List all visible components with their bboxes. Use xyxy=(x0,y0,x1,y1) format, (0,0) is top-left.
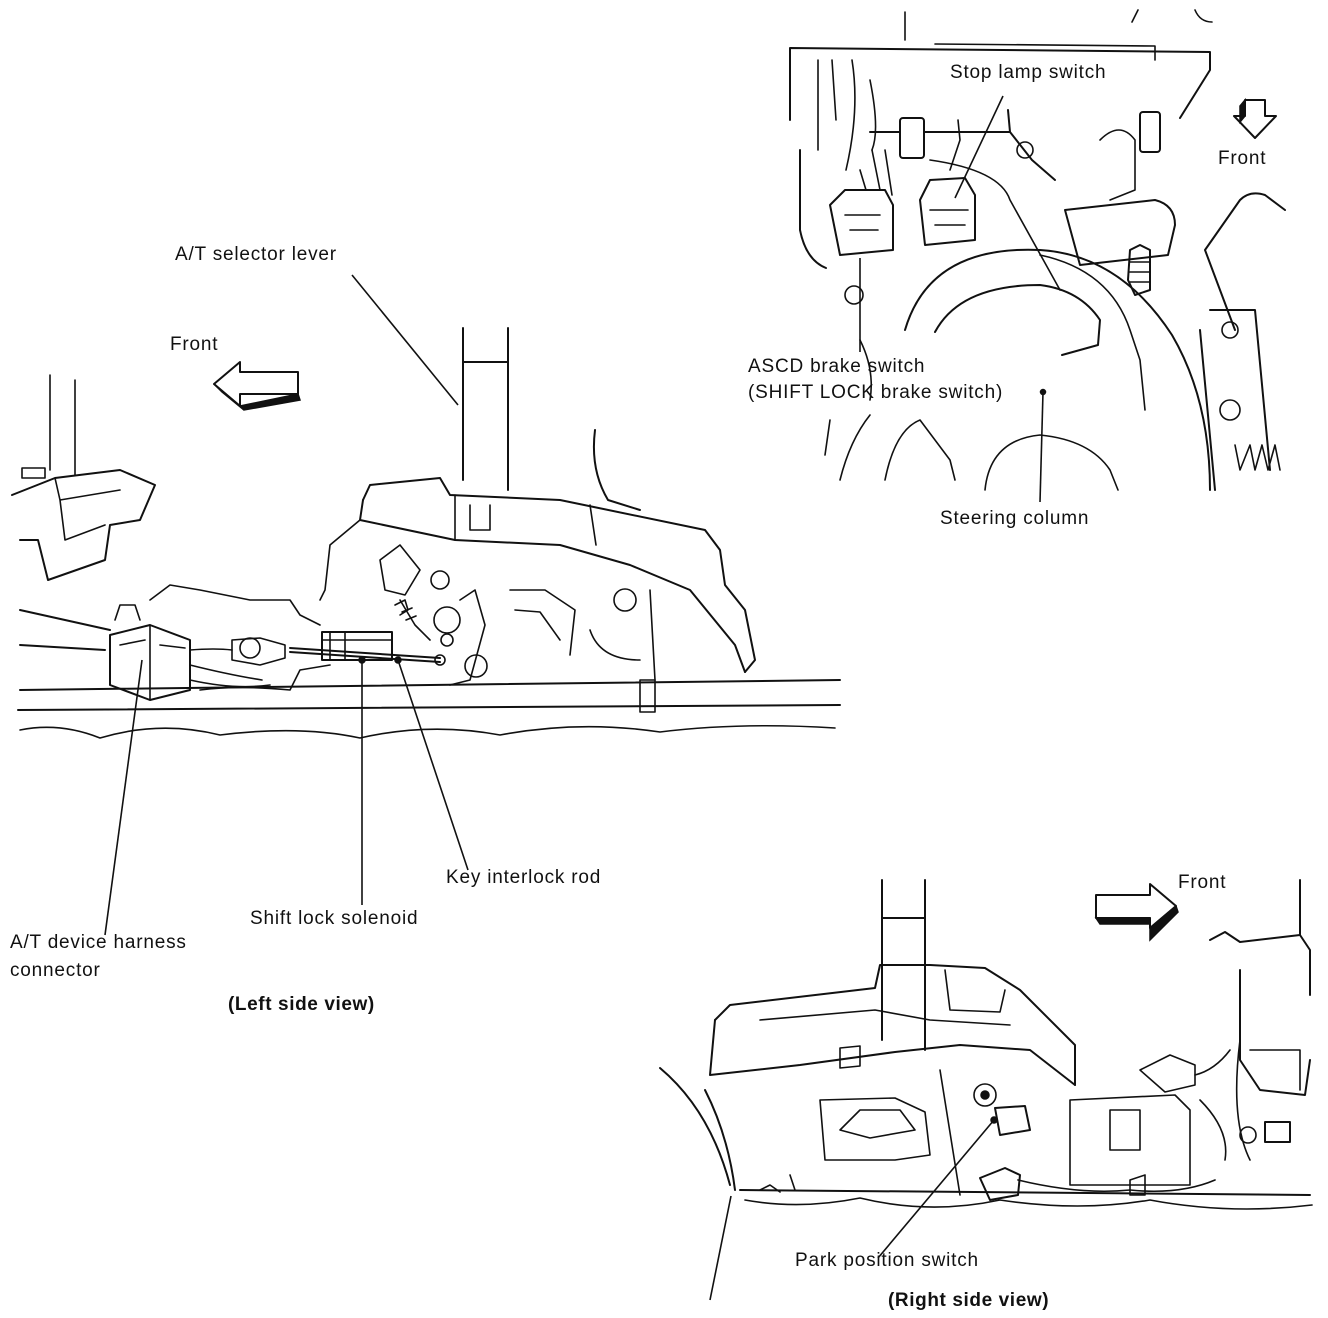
ascd-brake-switch-label: ASCD brake switch xyxy=(748,356,926,377)
park-position-switch-label: Park position switch xyxy=(795,1250,979,1271)
steering-column-label: Steering column xyxy=(940,508,1090,529)
brake-pedal-inset xyxy=(789,9,1286,503)
connector-label: connector xyxy=(10,960,101,981)
right-side-view-drawing xyxy=(659,879,1313,1301)
front-label-left: Front xyxy=(170,334,219,355)
left-side-view-drawing xyxy=(11,274,841,936)
left-side-view-caption: (Left side view) xyxy=(228,994,375,1015)
stop-lamp-switch-label: Stop lamp switch xyxy=(950,62,1107,83)
shift-lock-solenoid-label: Shift lock solenoid xyxy=(250,908,419,929)
at-device-harness-label: A/T device harness xyxy=(10,932,187,953)
front-label-right: Front xyxy=(1178,872,1227,893)
at-selector-lever-label: A/T selector lever xyxy=(175,244,337,265)
key-interlock-rod-label: Key interlock rod xyxy=(446,867,602,888)
right-side-view-caption: (Right side view) xyxy=(888,1290,1050,1311)
front-label-top: Front xyxy=(1218,148,1267,169)
shift-lock-brake-switch-label: (SHIFT LOCK brake switch) xyxy=(748,382,1004,403)
